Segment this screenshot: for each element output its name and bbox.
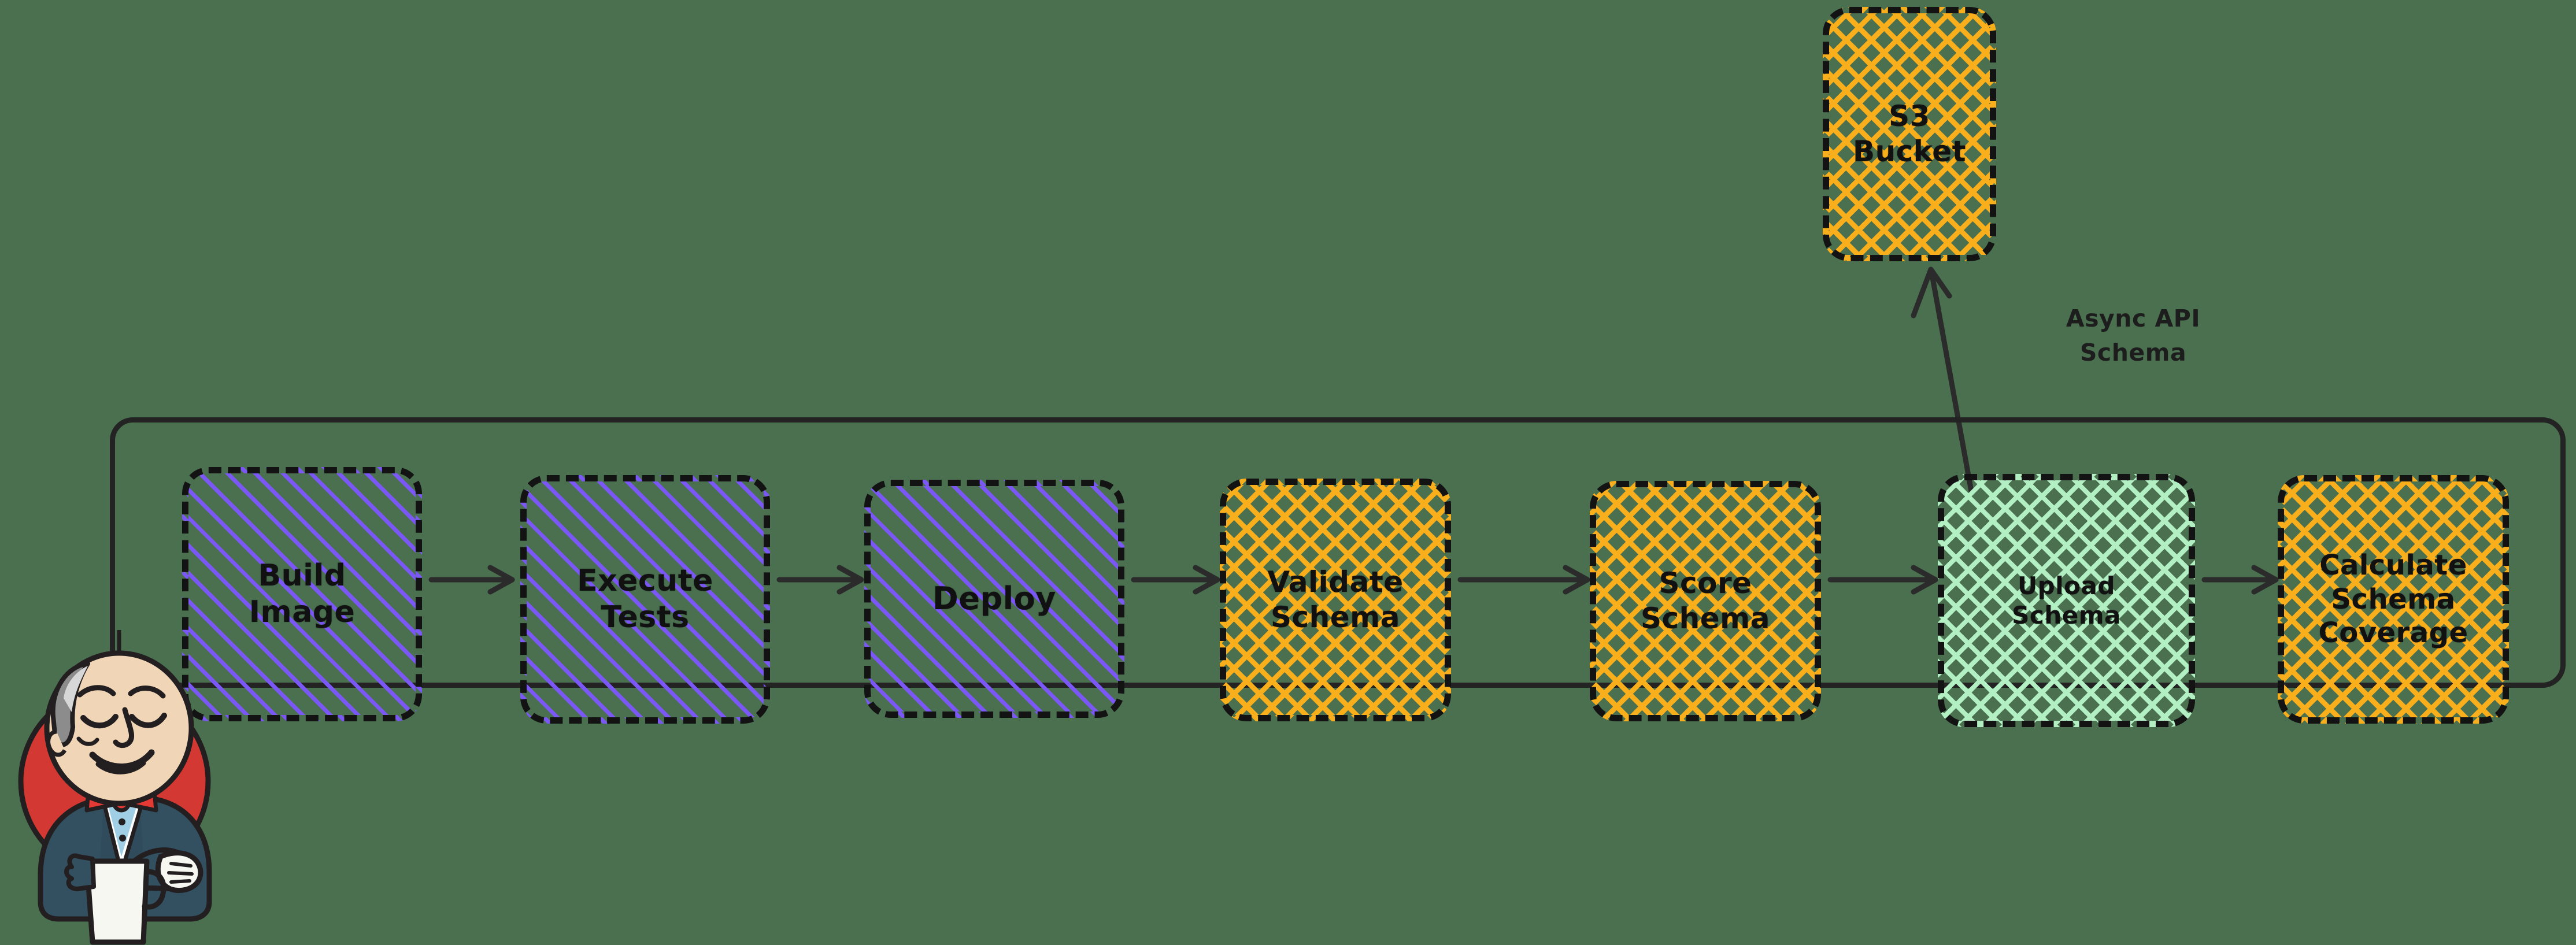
edge-score-to-upload-arrow xyxy=(1827,565,1939,595)
edge-tests-to-deploy-arrow xyxy=(776,565,865,595)
node-s3-bucket-label: S3 Bucket xyxy=(1852,99,1967,168)
node-validate-schema-label: Validate Schema xyxy=(1267,565,1404,634)
node-score-schema-label: Score Schema xyxy=(1641,566,1770,635)
node-calculate-schema-coverage[interactable]: Calculate Schema Coverage xyxy=(2278,475,2509,724)
node-s3-bucket[interactable]: S3 Bucket xyxy=(1823,7,1996,261)
edge-upload-to-coverage-arrow xyxy=(2201,565,2279,595)
node-execute-tests[interactable]: Execute Tests xyxy=(520,475,770,724)
node-validate-schema[interactable]: Validate Schema xyxy=(1220,479,1451,721)
edge-upload-to-s3-arrow xyxy=(1896,260,2104,503)
node-build-image-label: Build Image xyxy=(249,558,356,629)
edge-validate-to-score-arrow xyxy=(1457,565,1591,595)
node-calculate-schema-coverage-label: Calculate Schema Coverage xyxy=(2318,549,2468,650)
edge-label-async-api-schema: Async API Schema xyxy=(2066,305,2201,367)
node-build-image[interactable]: Build Image xyxy=(182,467,422,721)
node-upload-schema-label: Upload Schema xyxy=(2012,571,2121,629)
edge-deploy-to-validate-arrow xyxy=(1131,565,1221,595)
node-deploy[interactable]: Deploy xyxy=(864,480,1124,718)
edge-build-to-tests-arrow xyxy=(428,565,516,595)
node-execute-tests-label: Execute Tests xyxy=(577,563,713,635)
node-deploy-label: Deploy xyxy=(932,580,1056,617)
node-upload-schema[interactable]: Upload Schema xyxy=(1938,474,2195,727)
jenkins-mascot-logo xyxy=(6,630,237,945)
node-score-schema[interactable]: Score Schema xyxy=(1590,481,1821,721)
